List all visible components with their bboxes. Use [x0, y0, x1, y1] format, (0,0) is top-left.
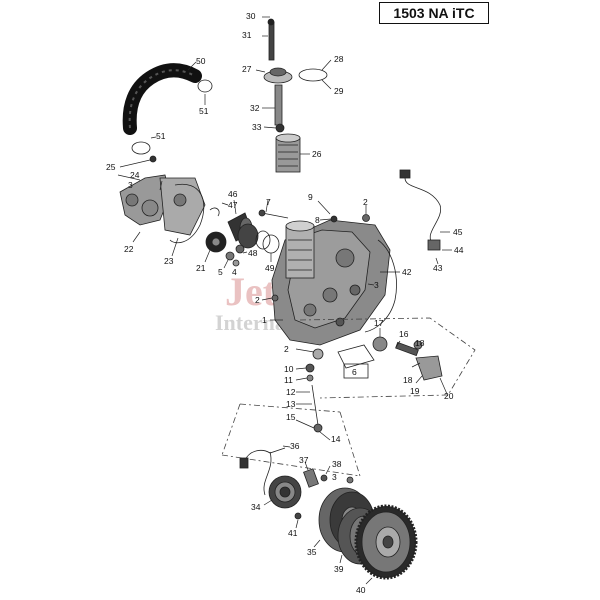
- callout-23: 23: [164, 256, 174, 266]
- starter-gear-group: [303, 461, 354, 488]
- engine-crankcase: [261, 200, 400, 346]
- callout-19: 19: [410, 386, 420, 396]
- callout-8: 8: [315, 215, 320, 225]
- callout-51: 51: [199, 106, 209, 116]
- impeller-seal-group: [204, 199, 280, 269]
- callout-38: 38: [332, 459, 342, 469]
- callout-14: 14: [331, 434, 341, 444]
- callout-29: 29: [334, 86, 344, 96]
- callout-2a: 2: [363, 197, 368, 207]
- callout-49: 49: [265, 263, 275, 273]
- callout-10: 10: [284, 364, 294, 374]
- callout-15: 15: [286, 412, 296, 422]
- callout-36: 36: [290, 441, 300, 451]
- callout-27: 27: [242, 64, 252, 74]
- callout-20: 20: [444, 391, 454, 401]
- callout-5: 5: [218, 267, 223, 277]
- stator-group: [239, 445, 302, 529]
- callout-45: 45: [453, 227, 463, 237]
- callout-51b: 51: [156, 131, 166, 141]
- callout-7: 7: [266, 197, 271, 207]
- callout-26: 26: [312, 149, 322, 159]
- callout-9: 9: [308, 192, 313, 202]
- callout-46: 46: [228, 189, 238, 199]
- callout-28: 28: [334, 54, 344, 64]
- callout-16: 16: [399, 329, 409, 339]
- callout-37: 37: [299, 455, 309, 465]
- callout-31: 31: [242, 30, 252, 40]
- callout-43: 43: [433, 263, 443, 273]
- callout-13: 13: [286, 399, 296, 409]
- callout-3c: 3: [332, 472, 337, 482]
- oil-pump-group: [295, 328, 448, 395]
- callout-25: 25: [106, 162, 116, 172]
- callout-40: 40: [356, 585, 366, 595]
- callout-3a: 3: [128, 180, 133, 190]
- callout-39: 39: [334, 564, 344, 574]
- callout-12: 12: [286, 387, 296, 397]
- model-title-box: 1503 NA iTC: [379, 2, 489, 24]
- callout-32: 32: [250, 103, 260, 113]
- callout-42: 42: [402, 267, 412, 277]
- callout-44: 44: [454, 245, 464, 255]
- coolant-hose: [122, 61, 213, 155]
- bolt-7: [258, 199, 289, 219]
- callout-1: 1: [262, 315, 267, 325]
- callout-48: 48: [248, 248, 258, 258]
- callout-35: 35: [307, 547, 317, 557]
- oil-filter-assembly: [255, 16, 332, 173]
- highlighted-part-box: [343, 363, 369, 379]
- callout-2c: 2: [284, 344, 289, 354]
- sensor-cable: [399, 169, 452, 265]
- tensioner-stack: [295, 363, 331, 441]
- callout-17: 17: [374, 318, 384, 328]
- callout-34: 34: [251, 502, 261, 512]
- water-pump-assembly: [117, 155, 229, 257]
- callout-2b: 2: [255, 295, 260, 305]
- callout-22: 22: [124, 244, 134, 254]
- callout-21: 21: [196, 263, 206, 273]
- callout-50: 50: [196, 56, 206, 66]
- callout-3b: 3: [374, 280, 379, 290]
- callout-18a: 18: [415, 338, 425, 348]
- callout-6: 6: [352, 367, 357, 377]
- flywheel-40: [354, 504, 418, 585]
- callout-47: 47: [228, 200, 238, 210]
- callout-numbers: 30 31 27 28 29 32 33 26 50 51 51 25 24 3…: [106, 11, 464, 595]
- callout-18b: 18: [403, 375, 413, 385]
- oil-pump-callout-frame: [299, 317, 476, 399]
- callout-30: 30: [246, 11, 256, 21]
- callout-24: 24: [130, 170, 140, 180]
- callout-11: 11: [284, 375, 293, 385]
- callout-41: 41: [288, 528, 298, 538]
- callout-33: 33: [252, 122, 262, 132]
- callout-4: 4: [232, 267, 237, 277]
